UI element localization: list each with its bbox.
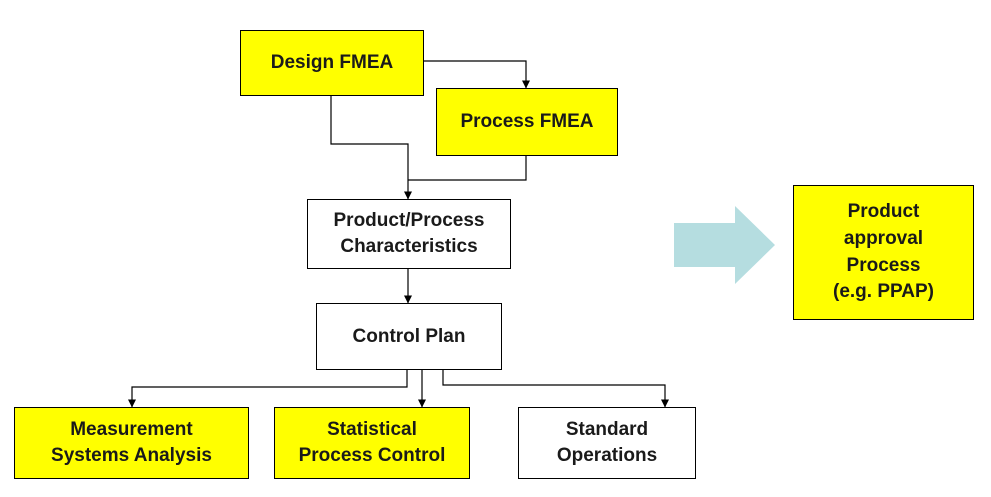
connector-process-to-characteristics	[408, 156, 527, 181]
connector-control-plan-to-msa	[128, 370, 408, 408]
node-standard-operations: Standard Operations	[518, 407, 696, 479]
connector-control-plan-to-standard-operations	[442, 370, 669, 408]
connector-design-to-process	[424, 60, 530, 89]
node-design-fmea: Design FMEA	[240, 30, 424, 96]
connector-design-to-characteristics	[330, 96, 412, 200]
node-control-plan: Control Plan	[316, 303, 502, 370]
node-product-approval-process: Product approval Process (e.g. PPAP)	[793, 185, 974, 320]
node-measurement-systems-analysis: Measurement Systems Analysis	[14, 407, 249, 479]
node-process-fmea: Process FMEA	[436, 88, 618, 156]
node-product-process-characteristics: Product/Process Characteristics	[307, 199, 511, 269]
node-statistical-process-control: Statistical Process Control	[274, 407, 470, 479]
right-arrow-icon	[674, 206, 775, 284]
